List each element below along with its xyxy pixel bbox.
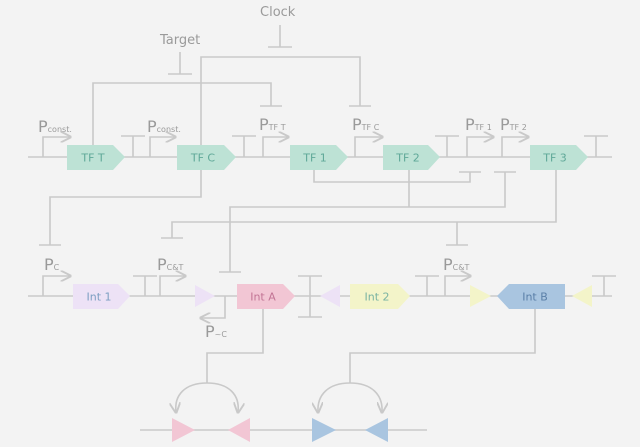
promoter-p-tf1 bbox=[466, 137, 493, 157]
svg-text:TF 1: TF 1 bbox=[302, 152, 327, 165]
promoter-p-tft bbox=[262, 137, 288, 157]
svg-text:TF 3: TF 3 bbox=[542, 152, 567, 165]
promoter-label: PC&T bbox=[157, 255, 183, 274]
promoter-label: PC bbox=[44, 255, 60, 274]
promoter-p-const-2 bbox=[149, 137, 175, 157]
svg-text:TF 2: TF 2 bbox=[395, 152, 420, 165]
gene-int-1: Int 1 bbox=[73, 284, 130, 309]
recombination-site-int2 bbox=[470, 285, 491, 307]
target-label: Target bbox=[159, 33, 200, 48]
recombination-site-int1 bbox=[320, 285, 340, 307]
promoter-label: Pconst. bbox=[38, 117, 72, 136]
recombination-site-intb bbox=[365, 418, 388, 442]
svg-text:Int A: Int A bbox=[250, 291, 276, 304]
promoter-label: Pconst. bbox=[147, 117, 181, 136]
terminator bbox=[232, 135, 256, 157]
terminator bbox=[435, 135, 459, 157]
promoter-label: PTF 1 bbox=[465, 115, 492, 134]
gene-int-a: Int A bbox=[237, 284, 295, 309]
inversion-arrow-b bbox=[318, 382, 351, 412]
gene-tf-3: TF 3 bbox=[530, 145, 588, 170]
promoter-label: PTF T bbox=[259, 115, 286, 134]
recombination-site-inta bbox=[228, 418, 250, 442]
promoter-label: PTF 2 bbox=[500, 115, 527, 134]
recombination-site-intb bbox=[312, 418, 336, 442]
target-repression bbox=[168, 52, 192, 75]
terminator bbox=[592, 275, 616, 296]
recombination-site-int2 bbox=[572, 285, 592, 307]
bidirectional-terminator bbox=[298, 275, 322, 318]
promoter-p-tf2 bbox=[501, 137, 528, 157]
promoter-p-tfc bbox=[354, 137, 382, 157]
promoter-label: P~C bbox=[205, 322, 227, 341]
promoter-label: PTF C bbox=[352, 115, 380, 134]
terminator bbox=[415, 275, 439, 296]
promoter-label: PC&T bbox=[443, 255, 469, 274]
terminator bbox=[121, 135, 145, 157]
terminator bbox=[584, 135, 608, 157]
gene-int-b: Int B bbox=[497, 284, 565, 309]
gene-tf-t: TF T bbox=[67, 145, 125, 170]
clock-repression bbox=[268, 25, 292, 48]
terminator bbox=[133, 275, 157, 296]
promoter-p-c bbox=[42, 276, 70, 296]
gene-tf-2: TF 2 bbox=[383, 145, 440, 170]
promoter-p-not-c bbox=[201, 296, 226, 318]
gene-tf-c: TF C bbox=[177, 145, 236, 170]
svg-text:Int B: Int B bbox=[522, 291, 548, 304]
inversion-arrow-a bbox=[206, 382, 238, 412]
gene-tf-1: TF 1 bbox=[290, 145, 348, 170]
clock-label: Clock bbox=[260, 5, 296, 20]
recombination-site-int1 bbox=[195, 285, 215, 307]
gene-int-2: Int 2 bbox=[350, 284, 410, 309]
svg-text:Int 1: Int 1 bbox=[86, 291, 111, 304]
recombination-site-inta bbox=[172, 418, 195, 442]
inversion-arrow-b bbox=[349, 382, 382, 412]
svg-text:Int 2: Int 2 bbox=[364, 291, 389, 304]
promoter-p-const-1 bbox=[42, 137, 70, 157]
svg-text:TF T: TF T bbox=[80, 152, 105, 165]
promoter-p-ct-2 bbox=[444, 276, 470, 296]
promoter-p-ct-1 bbox=[159, 276, 185, 296]
regulation-wires bbox=[39, 56, 557, 383]
svg-text:TF C: TF C bbox=[190, 152, 216, 165]
inversion-arrow-a bbox=[176, 382, 208, 412]
